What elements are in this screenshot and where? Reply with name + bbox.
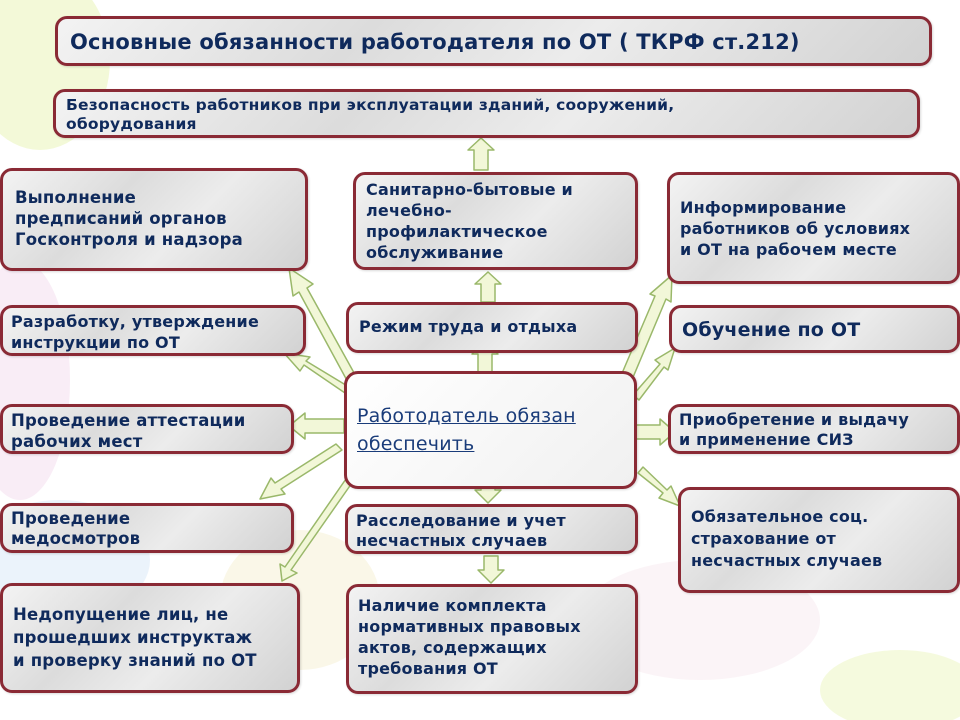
arrow-to-admission [279,475,355,582]
box-acts-line: требования ОТ [358,659,498,678]
arrow-to-insurance [637,466,681,507]
box-insurance-line: Обязательное соц. [691,507,869,526]
title-text: Основные обязанности работодателя по ОТ … [70,30,800,54]
arrow-to-training [632,347,676,401]
box-admission-line: и проверку знаний по ОТ [13,651,257,670]
box-ppe: Приобретение и выдачу и применение СИЗ [668,404,960,454]
center-node-line: Работодатель обязан [357,405,576,427]
box-orders-line: Выполнение [15,188,137,207]
box-instruct-line: инструкции по ОТ [11,333,180,352]
box-admission-line: прошедших инструктаж [13,628,253,647]
box-acts-line: Наличие комплекта [358,596,547,615]
box-accidents: Расследование и учет несчастных случаев [345,504,638,554]
arrow-to-sanitary [474,271,502,303]
box-sanitary-line: лечебно- [366,201,452,220]
box-insurance-line: страхование от [691,529,836,548]
box-safety-line: оборудования [66,115,197,133]
box-training-line: Обучение по ОТ [682,319,861,341]
box-orders-line: Госконтроля и надзора [15,230,243,249]
box-inform-line: работников об условиях [680,219,911,238]
box-admission-line: Недопущение лиц, не [13,605,229,624]
center-node: Работодатель обязан обеспечить [344,371,637,489]
box-instruct: Разработку, утверждение инструкции по ОТ [0,305,306,356]
arrow-to-attest [288,412,345,440]
box-orders: Выполнение предписаний органов Госконтро… [0,168,308,271]
box-acts-line: нормативных правовых [358,617,581,636]
box-inform-line: и ОТ на рабочем месте [680,240,897,259]
box-acts: Наличие комплекта нормативных правовых а… [346,584,638,694]
box-medical: Проведение медосмотров [0,503,294,553]
box-medical-line: медосмотров [11,529,141,548]
box-accidents-line: несчастных случаев [356,531,548,550]
box-sanitary-line: обслуживание [366,243,504,262]
box-sanitary-line: профилактическое [366,222,548,241]
arrow-to-medical [259,443,343,500]
box-sanitary: Санитарно-бытовые и лечебно- профилактич… [353,172,638,270]
box-instruct-line: Разработку, утверждение [11,312,259,331]
arrow-to-safety [467,137,495,171]
box-safety-line: Безопасность работников при эксплуатации… [66,96,675,114]
box-admission: Недопущение лиц, не прошедших инструктаж… [0,583,300,693]
box-regime: Режим труда и отдыха [346,302,638,353]
box-safety: Безопасность работников при эксплуатации… [53,89,920,138]
arrow-to-acts [477,555,505,584]
box-insurance-line: несчастных случаев [691,551,883,570]
box-training: Обучение по ОТ [669,305,960,353]
box-regime-line: Режим труда и отдыха [359,317,578,336]
box-insurance: Обязательное соц. страхование от несчаст… [678,487,960,593]
box-inform: Информирование работников об условиях и … [667,172,960,284]
box-attest: Проведение аттестации рабочих мест [0,404,294,454]
box-accidents-line: Расследование и учет [356,511,566,530]
box-attest-line: Проведение аттестации [11,411,246,430]
center-node-line: обеспечить [357,433,475,455]
box-ppe-line: и применение СИЗ [679,430,854,449]
box-orders-line: предписаний органов [15,209,227,228]
arrow-to-orders [288,267,359,387]
box-medical-line: Проведение [11,509,131,528]
diagram-title: Основные обязанности работодателя по ОТ … [55,16,932,66]
box-ppe-line: Приобретение и выдачу [679,410,910,429]
box-acts-line: актов, содержащих [358,638,547,657]
box-attest-line: рабочих мест [11,432,143,451]
arrow-to-inform [619,274,673,383]
box-inform-line: Информирование [680,198,847,217]
box-sanitary-line: Санитарно-бытовые и [366,180,573,199]
